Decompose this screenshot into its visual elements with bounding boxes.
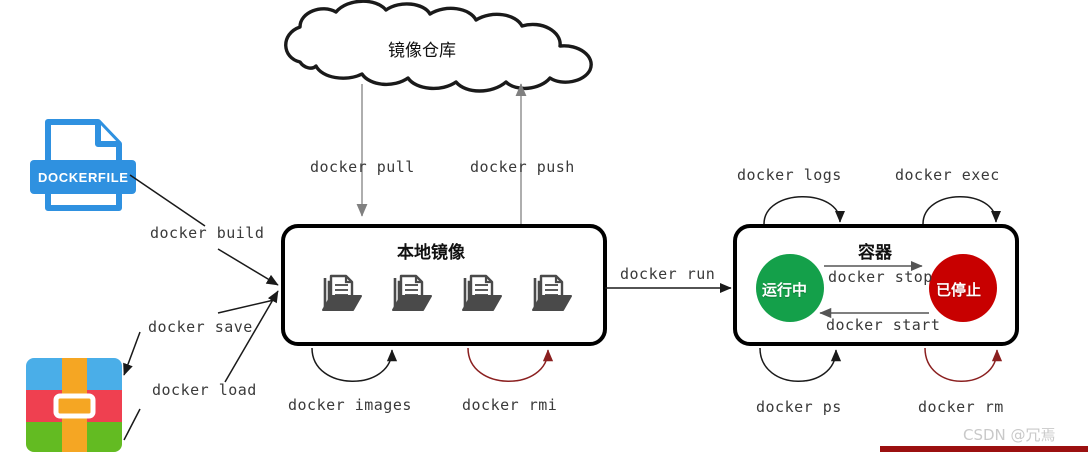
- edge-docker-logs: [763, 196, 846, 225]
- state-stopped-circle: [929, 254, 997, 322]
- bottom-accent-bar: [880, 446, 1088, 452]
- image-archive-icon-shape: [26, 358, 122, 452]
- edge-label-docker-rm: docker rm: [918, 398, 1004, 416]
- edge-label-docker-rmi: docker rmi: [462, 396, 558, 414]
- edge-docker-ps: [759, 347, 842, 382]
- edge-label-docker-logs: docker logs: [737, 166, 842, 184]
- dockerfile-label: DOCKERFILE: [38, 170, 129, 185]
- edge-label-docker-ps: docker ps: [756, 398, 842, 416]
- state-running-label: 运行中: [762, 281, 808, 299]
- edge-label-docker-save: docker save: [148, 318, 253, 336]
- local-image-icon-4: [532, 274, 572, 311]
- edge-docker-exec: [922, 196, 1002, 225]
- edge-label-docker-start: docker start: [826, 316, 941, 334]
- edge-docker-save: [123, 299, 275, 376]
- edge-docker-rmi: [467, 347, 554, 382]
- state-running-circle: [756, 254, 824, 322]
- state-stopped-label: 已停止: [936, 281, 982, 299]
- edge-label-docker-exec: docker exec: [895, 166, 1000, 184]
- local-image-icon-2: [392, 274, 432, 311]
- local-image-icon-3: [462, 274, 502, 311]
- edge-label-docker-run: docker run: [620, 265, 716, 283]
- local-images-label: 本地镜像: [397, 243, 465, 263]
- container-label: 容器: [858, 243, 892, 263]
- local-image-icon-1: [322, 274, 362, 311]
- csdn-watermark: CSDN @冗焉: [963, 426, 1056, 444]
- edge-docker-build: [129, 174, 279, 286]
- edge-label-docker-build: docker build: [150, 224, 265, 242]
- edge-label-docker-pull: docker pull: [310, 158, 415, 176]
- image-registry-label: 镜像仓库: [388, 41, 456, 61]
- image-registry-cloud-shape: [284, 0, 593, 93]
- edge-label-docker-images: docker images: [288, 396, 412, 414]
- dockerfile-icon-shape: [30, 119, 136, 211]
- edge-label-docker-stop: docker stop: [828, 268, 933, 286]
- edge-label-docker-push: docker push: [470, 158, 575, 176]
- edge-docker-images: [311, 347, 398, 382]
- edge-docker-rm: [924, 347, 1003, 382]
- edge-label-docker-load: docker load: [152, 381, 257, 399]
- local-images-box-shape: [281, 224, 607, 346]
- edge-docker-load: [123, 290, 279, 441]
